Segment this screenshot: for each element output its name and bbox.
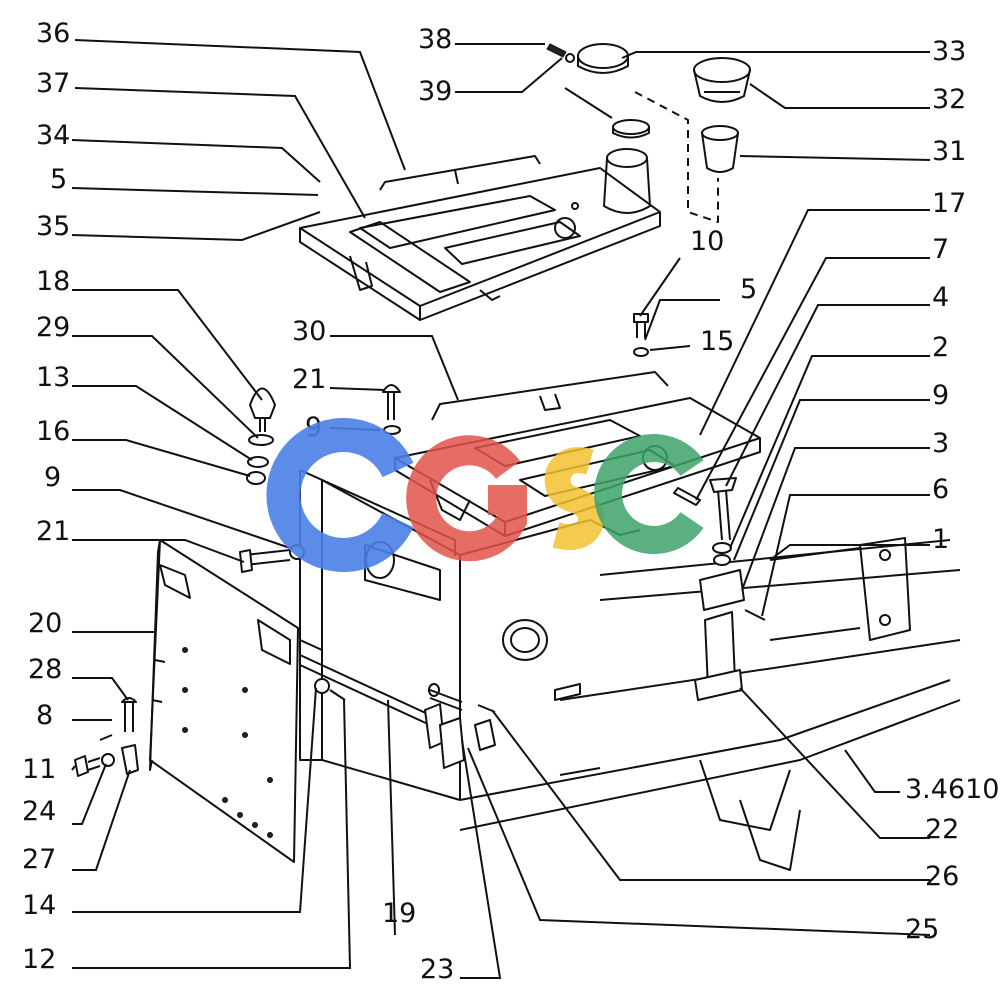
callout-39: 39 bbox=[418, 76, 452, 107]
callout-33: 33 bbox=[932, 36, 966, 67]
callout-35: 35 bbox=[36, 211, 70, 242]
watermark-letter-g bbox=[406, 435, 527, 562]
side-door-panel bbox=[149, 539, 299, 863]
callout-6: 6 bbox=[932, 474, 949, 505]
callout-7: 7 bbox=[932, 234, 949, 265]
clamp-ring bbox=[546, 43, 650, 139]
callout-22: 22 bbox=[925, 814, 959, 845]
callout-9-left: 9 bbox=[44, 462, 61, 493]
filter-strainer bbox=[701, 125, 739, 173]
link-rod bbox=[299, 654, 496, 769]
callout-32: 32 bbox=[932, 84, 966, 115]
callout-19: 19 bbox=[382, 898, 416, 929]
callout-37: 37 bbox=[36, 68, 70, 99]
callout-16: 16 bbox=[36, 416, 70, 447]
machine-frame bbox=[299, 469, 961, 871]
callout-21-mid: 21 bbox=[292, 364, 326, 395]
callout-20: 20 bbox=[28, 608, 62, 639]
callout-14: 14 bbox=[22, 890, 56, 921]
callout-labels: 36 37 34 5 35 18 29 13 16 9 21 20 28 8 1… bbox=[22, 18, 999, 985]
parts-drawing bbox=[74, 43, 961, 871]
callout-31: 31 bbox=[932, 136, 966, 167]
callout-18: 18 bbox=[36, 266, 70, 297]
figure-reference: 3.4610 bbox=[905, 774, 999, 805]
callout-34: 34 bbox=[36, 120, 70, 151]
callout-21-left: 21 bbox=[36, 516, 70, 547]
callout-13: 13 bbox=[36, 362, 70, 393]
callout-30: 30 bbox=[292, 316, 326, 347]
callout-23: 23 bbox=[420, 954, 454, 985]
callout-27: 27 bbox=[22, 844, 56, 875]
callout-26: 26 bbox=[925, 861, 959, 892]
callout-12: 12 bbox=[22, 944, 56, 975]
lower-handle bbox=[431, 371, 669, 421]
callout-17: 17 bbox=[932, 188, 966, 219]
callout-36: 36 bbox=[36, 18, 70, 49]
callout-4: 4 bbox=[932, 282, 949, 313]
watermark-letter-c1 bbox=[266, 418, 414, 572]
callout-25: 25 bbox=[905, 914, 939, 945]
lever-assembly bbox=[673, 477, 766, 701]
watermark-logo bbox=[266, 418, 704, 572]
upper-cover-plate bbox=[299, 167, 661, 321]
callout-15: 15 bbox=[700, 326, 734, 357]
callout-5-right: 5 bbox=[740, 274, 757, 305]
callout-8: 8 bbox=[36, 700, 53, 731]
callout-38: 38 bbox=[418, 24, 452, 55]
callout-29: 29 bbox=[36, 312, 70, 343]
callout-1: 1 bbox=[932, 524, 949, 555]
filler-neck bbox=[603, 148, 651, 214]
callout-9-right: 9 bbox=[932, 380, 949, 411]
watermark-letter-c2 bbox=[594, 434, 704, 554]
filler-cap bbox=[693, 57, 751, 103]
callout-10: 10 bbox=[690, 226, 724, 257]
watermark-letter-s bbox=[544, 447, 604, 550]
callout-3: 3 bbox=[932, 428, 949, 459]
knob-assembly bbox=[246, 387, 276, 485]
callout-28: 28 bbox=[28, 654, 62, 685]
callout-2: 2 bbox=[932, 332, 949, 363]
upper-handle bbox=[379, 155, 541, 191]
leader-lines bbox=[71, 39, 931, 979]
callout-5: 5 bbox=[50, 164, 67, 195]
callout-11: 11 bbox=[22, 754, 56, 785]
callout-24: 24 bbox=[22, 796, 56, 827]
